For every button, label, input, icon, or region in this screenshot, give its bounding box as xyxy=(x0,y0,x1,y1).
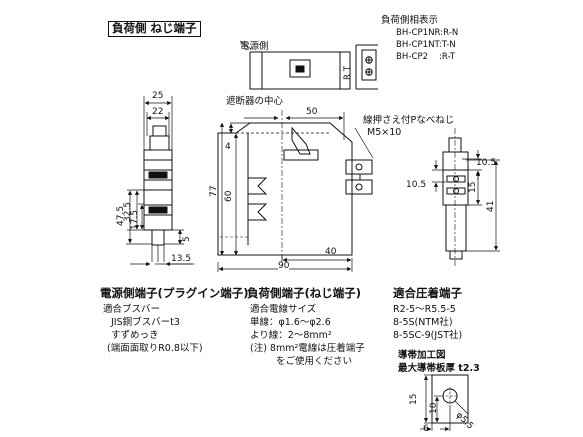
left-side-view xyxy=(143,125,173,262)
right-side-view xyxy=(442,128,469,267)
dim-10-5-left: 10.5 xyxy=(406,180,427,190)
dim-5: 5 xyxy=(182,236,192,242)
source-busbar-label: 適合ブスバー xyxy=(103,304,161,315)
conductor-dim-15: 15 xyxy=(409,393,419,405)
conductor-dim-6: 6 xyxy=(423,424,429,434)
load-note-crimp: (注) 8mm²電線は圧着端子 xyxy=(250,343,365,354)
screw-size-note: M5×10 xyxy=(367,127,402,138)
phase-cp1nt: BH-CP1NT:T-N xyxy=(396,40,456,50)
dim-90: 90 xyxy=(278,261,290,271)
dim-15: 15 xyxy=(468,181,478,193)
conductor-dim-10: 10 xyxy=(429,402,439,414)
dim-50: 50 xyxy=(306,107,318,117)
load-solid-wire: 単線：φ1.6～φ2.6 xyxy=(250,317,331,328)
conductor-heading: 導帯加工図 xyxy=(398,350,446,361)
load-wire-size-label: 適合電線サイズ xyxy=(250,304,317,315)
dim-40: 40 xyxy=(325,247,337,257)
load-note-use: をご使用ください xyxy=(276,356,353,367)
conductor-max-thickness: 最大導帯板厚 t2.3 xyxy=(398,363,480,374)
source-terminal-heading: 電源側端子(プラグイン端子) xyxy=(100,286,249,300)
load-screw-terminal-title: 負荷側 ねじ端子 xyxy=(108,21,201,37)
screw-note: 線押さえ付Pなべねじ xyxy=(363,115,455,126)
source-chamfer: (端面面取りR0.8以下) xyxy=(107,343,203,354)
crimp-range: R2-5～R5.5-5 xyxy=(393,304,456,315)
top-view xyxy=(239,40,378,90)
source-plating: すずめっき xyxy=(111,330,159,341)
dim-41: 41 xyxy=(486,200,496,212)
load-stranded-wire: より線：2～8mm² xyxy=(250,330,332,341)
breaker-center-label: 遮断器の中心 xyxy=(226,96,284,107)
dim-60: 60 xyxy=(224,190,234,202)
crimp-terminal-heading: 適合圧着端子 xyxy=(393,286,462,300)
phase-cp2: BH-CP2 :R-T xyxy=(396,52,456,62)
front-view xyxy=(217,110,374,264)
dim-22: 22 xyxy=(152,107,164,117)
crimp-jst: 8-5SC-9(JST社) xyxy=(393,330,463,341)
dim-4: 4 xyxy=(225,142,231,152)
load-terminal-heading: 負荷側端子(ねじ端子) xyxy=(247,286,362,300)
dim-77: 77 xyxy=(209,185,219,197)
load-phase-header: 負荷側相表示 xyxy=(381,15,439,26)
source-busbar-spec: JIS銅ブスバーt3 xyxy=(111,317,180,328)
dim-10-5-right: 10.5 xyxy=(476,158,497,168)
rt-phase-marking: R T xyxy=(343,66,353,80)
dim-25: 25 xyxy=(152,91,164,101)
crimp-ntm: 8-5S(NTM社) xyxy=(393,317,453,328)
dim-13-5: 13.5 xyxy=(171,254,192,264)
dim-17-5: 17.5 xyxy=(130,209,140,230)
phase-cp1nr: BH-CP1NR:R-N xyxy=(396,28,459,38)
source-side-label: 電源側 xyxy=(240,41,269,52)
